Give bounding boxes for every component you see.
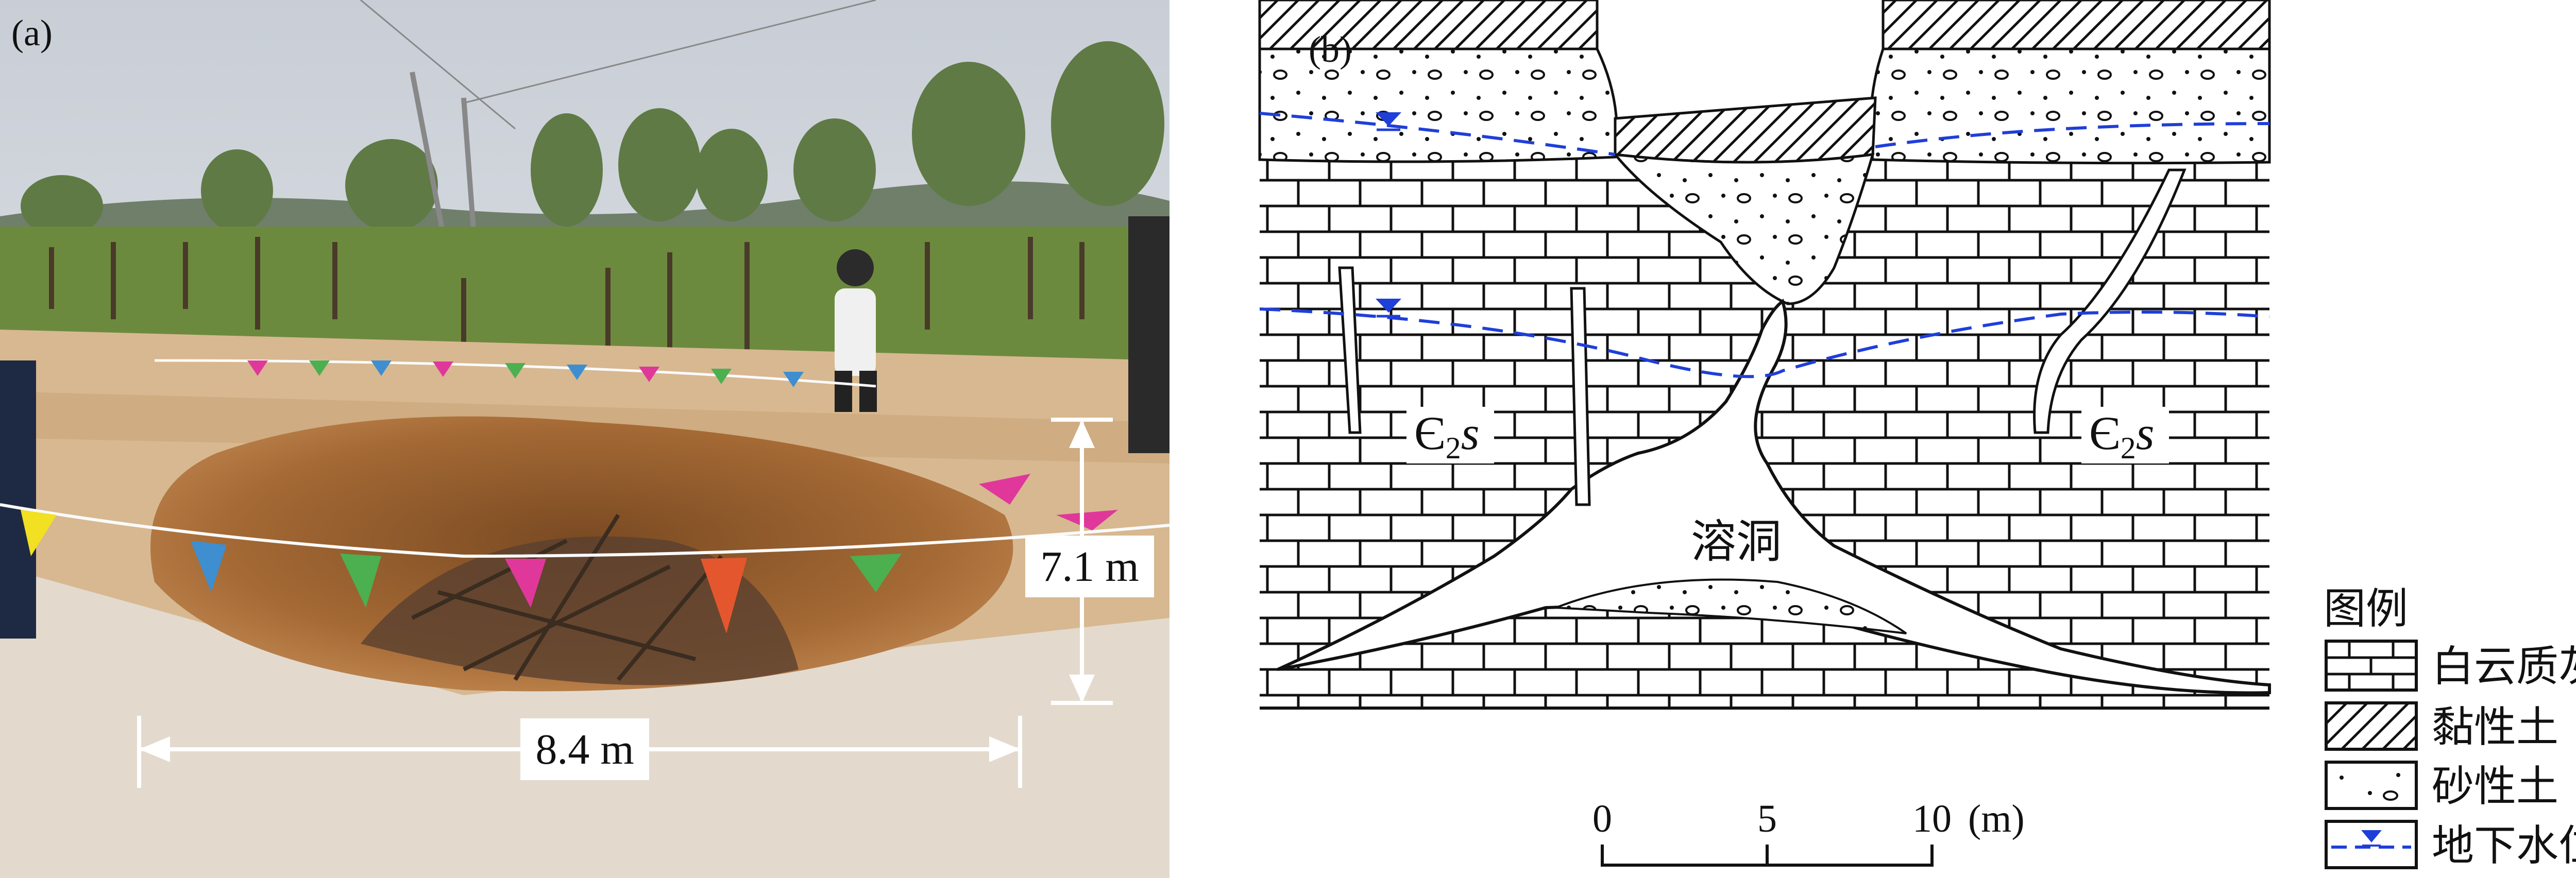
legend-label-limestone: 白云质灰岩 [2432,642,2576,691]
scale-bar [1601,845,1934,867]
photo-flag-string-front [0,474,1170,633]
photo-person-edge-left [0,360,36,639]
cave-sediment [1555,578,1907,634]
panel-a-label: (a) [11,12,53,54]
water-table-symbol-lower [1376,299,1401,318]
scale-tick-10: 10 [1912,797,1952,840]
legend-label-water: 地下水位 [2432,821,2576,870]
scale-tick-5: 5 [1757,797,1777,840]
clay-top-right [1882,0,2271,50]
panel-a-photo: 7.1 m 8.4 m (a) [0,0,1170,878]
clay-collapsed [1614,96,1877,164]
water-table-symbol-upper [1376,112,1401,131]
photo-person-right [835,249,877,412]
legend-item-water: 地下水位 [2325,820,2576,870]
height-label-box [1025,536,1154,597]
scale-tick-0: 0 [1592,797,1612,840]
legend-label-clay: 黏性土 [2432,703,2558,752]
water-table-upper [1259,112,2270,156]
sand-right [1869,47,2271,165]
fractures [1338,168,2187,506]
panel-b-label: (b) [1309,29,1352,70]
photo-flag-string-back [154,359,876,388]
width-label: 8.4 m [535,726,634,773]
legend: 图例 白云质灰岩 黏性土 砂性土 地下水位 [2324,584,2576,870]
legend-title: 图例 [2324,584,2408,633]
legend-item-limestone: 白云质灰岩 [2325,640,2576,692]
photo-branches [411,513,723,681]
legend-item-sand: 砂性土 [2325,761,2558,811]
legend-item-clay: 黏性土 [2325,701,2558,752]
legend-label-sand: 砂性土 [2432,762,2558,811]
height-label: 7.1 m [1040,543,1139,591]
sand-left [1258,47,1618,163]
cave-label: 溶洞 [1691,515,1782,568]
water-table-lower [1259,307,2270,378]
photo-person-edge-right [1128,216,1170,453]
photo-trees [21,41,1164,237]
panel-b-section: Є2s Є2s 溶洞 (b) 0 5 10 (m) [1258,0,2271,867]
photo-crops [49,237,1084,402]
sand-funnel [1612,152,1875,305]
width-label-box [520,718,649,780]
scale-unit: (m) [1968,797,2025,840]
stratum-label-right: Є2s [2089,407,2155,465]
stratum-label-left: Є2s [1414,407,1480,465]
